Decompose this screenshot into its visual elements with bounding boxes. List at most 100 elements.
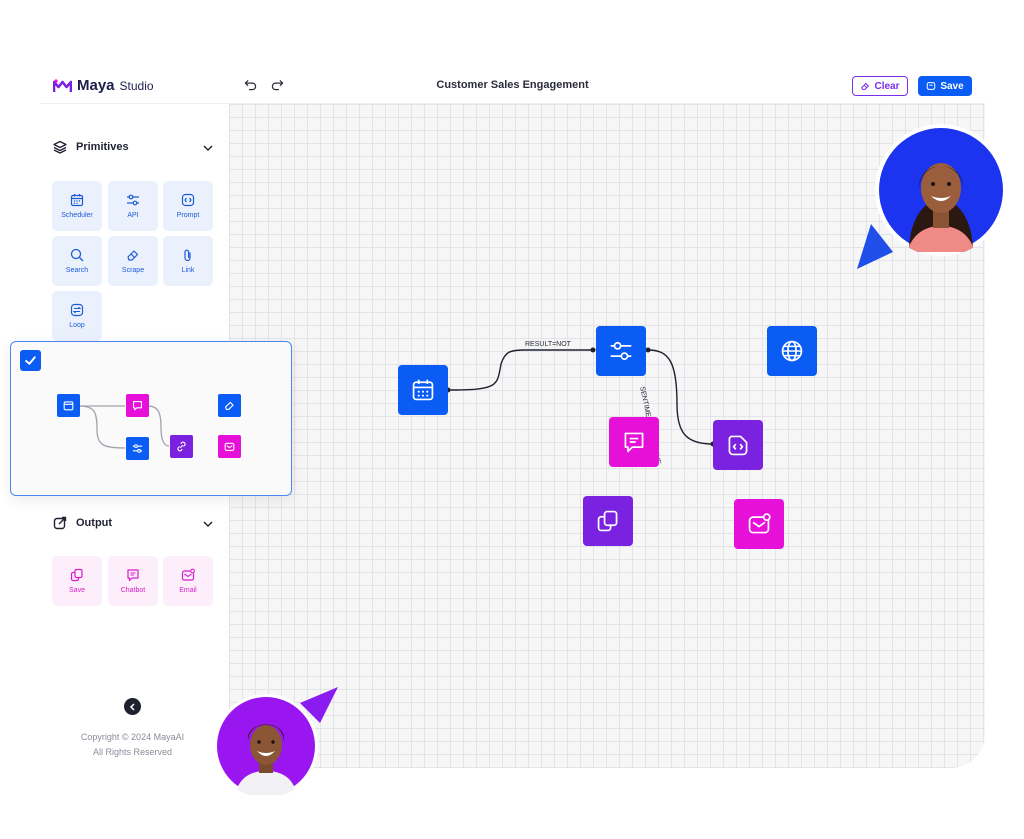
layers-icon — [53, 140, 67, 154]
tile-label: Link — [181, 267, 195, 274]
undo-icon[interactable] — [244, 78, 257, 91]
node-scheduler[interactable] — [398, 365, 448, 415]
loop-icon — [70, 303, 84, 317]
eraser-icon — [225, 401, 234, 410]
chevron-left-icon — [129, 702, 135, 711]
paperclip-icon — [184, 249, 191, 262]
clear-label: Clear — [874, 80, 900, 92]
globe-icon — [781, 340, 803, 362]
output-section-header[interactable]: Output — [53, 516, 112, 530]
copyright: Copyright © 2024 MayaAI All Rights Reser… — [40, 730, 225, 760]
mini-node-chatbot — [126, 394, 149, 417]
page-title: Customer Sales Engagement — [436, 79, 589, 91]
edge-port — [590, 347, 596, 353]
chat-icon — [133, 401, 142, 411]
code-icon — [728, 435, 748, 456]
edge-scheduler-api — [447, 349, 593, 391]
mini-node-scheduler — [57, 394, 80, 417]
primitive-loop[interactable]: Loop — [52, 291, 102, 341]
mini-node-api — [126, 437, 149, 460]
tile-label: Search — [65, 267, 89, 274]
copy-icon — [597, 510, 618, 532]
brand-sub: Studio — [119, 78, 154, 93]
node-prompt[interactable] — [713, 420, 763, 470]
maya-logo-icon — [53, 78, 72, 92]
chat-icon — [624, 432, 644, 453]
edges-layer — [445, 347, 716, 447]
node-chatbot[interactable] — [609, 417, 659, 467]
primitive-search[interactable]: Search — [52, 236, 102, 286]
preview-edges — [78, 405, 170, 449]
save-button[interactable]: Save — [918, 76, 972, 96]
mini-node-scrape — [218, 394, 241, 417]
primitive-prompt[interactable]: Prompt — [163, 181, 213, 231]
tile-label: Prompt — [176, 212, 200, 219]
tile-label: Save — [69, 587, 85, 594]
edge-label-result: RESULT=NOT — [525, 341, 571, 348]
tile-label: Loop — [69, 322, 85, 329]
code-icon — [181, 193, 195, 207]
edge-port — [645, 347, 651, 353]
brand-name: Maya — [77, 77, 115, 94]
node-email[interactable] — [734, 499, 784, 549]
calendar-icon — [63, 401, 74, 411]
tile-label: Scheduler — [61, 212, 93, 219]
tile-label: Email — [179, 587, 197, 594]
sliders-icon — [132, 444, 143, 453]
output-email[interactable]: Email — [163, 556, 213, 606]
primitive-scrape[interactable]: Scrape — [108, 236, 158, 286]
person-woman-illustration — [879, 128, 1003, 252]
output-title: Output — [76, 517, 113, 529]
checkmark-icon — [25, 356, 36, 365]
primitive-api[interactable]: API — [108, 181, 158, 231]
workflow-canvas[interactable]: RESULT=NOT SENTIMENT=NEGATIVE — [229, 104, 985, 768]
undo-redo-group — [244, 78, 284, 91]
cursor-pointer-purple — [300, 687, 338, 723]
node-save[interactable] — [583, 496, 633, 546]
collapse-sidebar-button[interactable] — [124, 698, 141, 715]
avatar-man — [214, 694, 318, 798]
redo-icon[interactable] — [271, 78, 284, 91]
clear-button[interactable]: Clear — [852, 76, 908, 96]
selected-checkbox[interactable] — [20, 350, 41, 371]
copyright-line: Copyright © 2024 MayaAI — [80, 732, 185, 742]
tile-label: Scrape — [121, 267, 145, 274]
eraser-icon — [127, 250, 139, 261]
primitive-scheduler[interactable]: Scheduler — [52, 181, 102, 231]
chevron-down-icon[interactable] — [203, 520, 213, 528]
output-icon — [53, 516, 67, 530]
link-icon — [177, 441, 186, 452]
node-web[interactable] — [767, 326, 817, 376]
edge-api-prompt — [647, 349, 714, 445]
calendar-icon — [412, 379, 434, 401]
save-icon — [927, 82, 936, 90]
calendar-icon — [70, 194, 84, 207]
avatar-woman — [875, 124, 1007, 256]
primitives-section-header[interactable]: Primitives — [53, 140, 129, 154]
mail-icon — [181, 568, 195, 581]
search-icon — [70, 248, 84, 262]
primitive-link[interactable]: Link — [163, 236, 213, 286]
eraser-icon — [861, 82, 870, 90]
logo: Maya Studio — [53, 77, 154, 94]
chat-icon — [127, 569, 139, 582]
person-man-illustration — [217, 697, 315, 795]
tile-label: Chatbot — [120, 587, 146, 594]
sliders-icon — [610, 341, 632, 361]
chevron-down-icon[interactable] — [203, 144, 213, 152]
sliders-icon — [127, 194, 139, 206]
mail-icon — [224, 442, 235, 451]
top-bar: Maya Studio Customer Sales Engagement Cl… — [40, 68, 985, 104]
mini-node-email — [218, 435, 241, 458]
output-chatbot[interactable]: Chatbot — [108, 556, 158, 606]
output-save[interactable]: Save — [52, 556, 102, 606]
mail-icon — [748, 513, 771, 534]
tile-label: API — [127, 212, 139, 219]
node-api[interactable] — [596, 326, 646, 376]
cursor-pointer-blue — [857, 224, 893, 269]
workflow-preview-card[interactable] — [10, 341, 292, 496]
copy-icon — [70, 568, 83, 582]
mini-node-link — [170, 435, 193, 458]
rights-line: All Rights Reserved — [92, 747, 173, 757]
primitives-title: Primitives — [76, 141, 129, 153]
